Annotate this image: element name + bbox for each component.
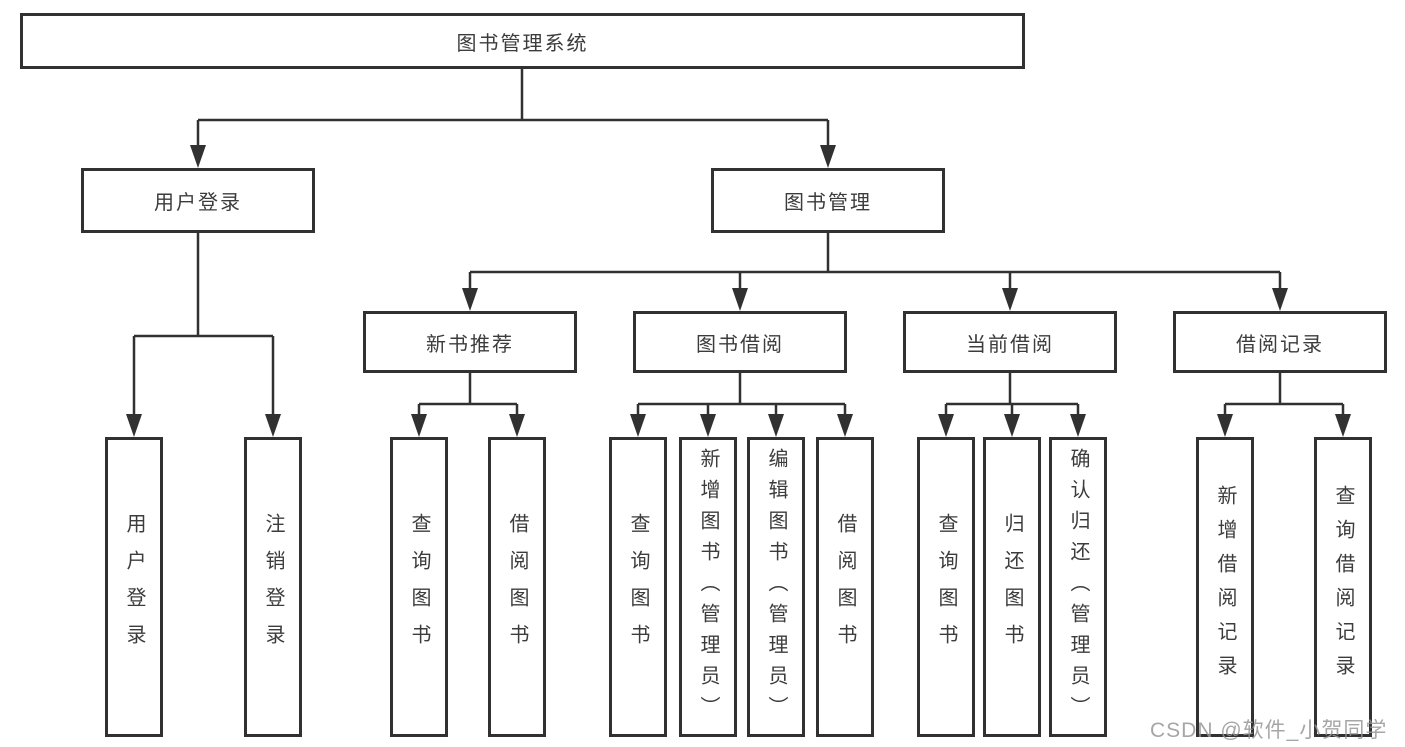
node-new-book-recommend: 新书推荐 [363, 311, 577, 373]
node-borrow-books-leaf: 借阅图书 [816, 437, 874, 737]
node-label: 查询图书 [408, 513, 430, 661]
node-user-login-leaf: 用户登录 [105, 437, 163, 737]
arrowhead-icons [126, 145, 1351, 437]
node-label: 查询图书 [627, 513, 649, 661]
node-label: 新增图书（管理员） [697, 447, 719, 727]
node-label: 图书管理系统 [456, 32, 589, 55]
node-book-management-branch: 图书管理 [711, 168, 945, 233]
node-label: 注销登录 [262, 513, 284, 661]
node-label: 借阅记录 [1236, 333, 1324, 356]
node-query-books-borrow: 查询图书 [609, 437, 667, 737]
connector-book-borrow [636, 373, 847, 416]
node-label: 图书借阅 [696, 333, 784, 356]
node-add-borrow-record: 新增借阅记录 [1196, 437, 1254, 737]
node-confirm-return-admin: 确认归还（管理员） [1049, 437, 1107, 737]
node-label: 用户登录 [123, 513, 145, 661]
node-query-borrow-record: 查询借阅记录 [1314, 437, 1372, 737]
node-book-borrow: 图书借阅 [633, 311, 847, 373]
connector-borrow-records [1223, 373, 1345, 416]
node-label: 查询借阅记录 [1332, 485, 1354, 689]
node-label: 归还图书 [1001, 513, 1023, 661]
node-borrow-records: 借阅记录 [1173, 311, 1387, 373]
node-label: 查询图书 [935, 513, 957, 661]
node-logout-leaf: 注销登录 [244, 437, 302, 737]
node-return-books: 归还图书 [983, 437, 1041, 737]
node-label: 借阅图书 [834, 513, 856, 661]
node-query-books-current: 查询图书 [917, 437, 975, 737]
node-borrow-books-recommend: 借阅图书 [488, 437, 546, 737]
node-label: 确认归还（管理员） [1067, 447, 1089, 727]
node-current-borrow: 当前借阅 [903, 311, 1117, 373]
connector-new-book-recommend [417, 373, 519, 416]
node-label: 新书推荐 [426, 333, 514, 356]
connector-current-borrow [944, 373, 1080, 416]
node-edit-books-admin: 编辑图书（管理员） [747, 437, 805, 737]
node-query-books-recommend: 查询图书 [390, 437, 448, 737]
node-add-books-admin: 新增图书（管理员） [679, 437, 737, 737]
node-user-login-branch: 用户登录 [81, 168, 315, 233]
connector-user-login [132, 233, 275, 416]
connector-root [196, 69, 830, 147]
csdn-watermark: CSDN @软件_小贺同学 [1150, 719, 1388, 742]
node-label: 新增借阅记录 [1214, 485, 1236, 689]
node-label: 当前借阅 [966, 333, 1054, 356]
node-label: 用户登录 [154, 192, 242, 214]
node-library-management-system: 图书管理系统 [20, 13, 1025, 69]
node-label: 编辑图书（管理员） [765, 447, 787, 727]
connector-book-management [468, 233, 1282, 290]
node-label: 图书管理 [784, 192, 872, 214]
node-label: 借阅图书 [506, 513, 528, 661]
